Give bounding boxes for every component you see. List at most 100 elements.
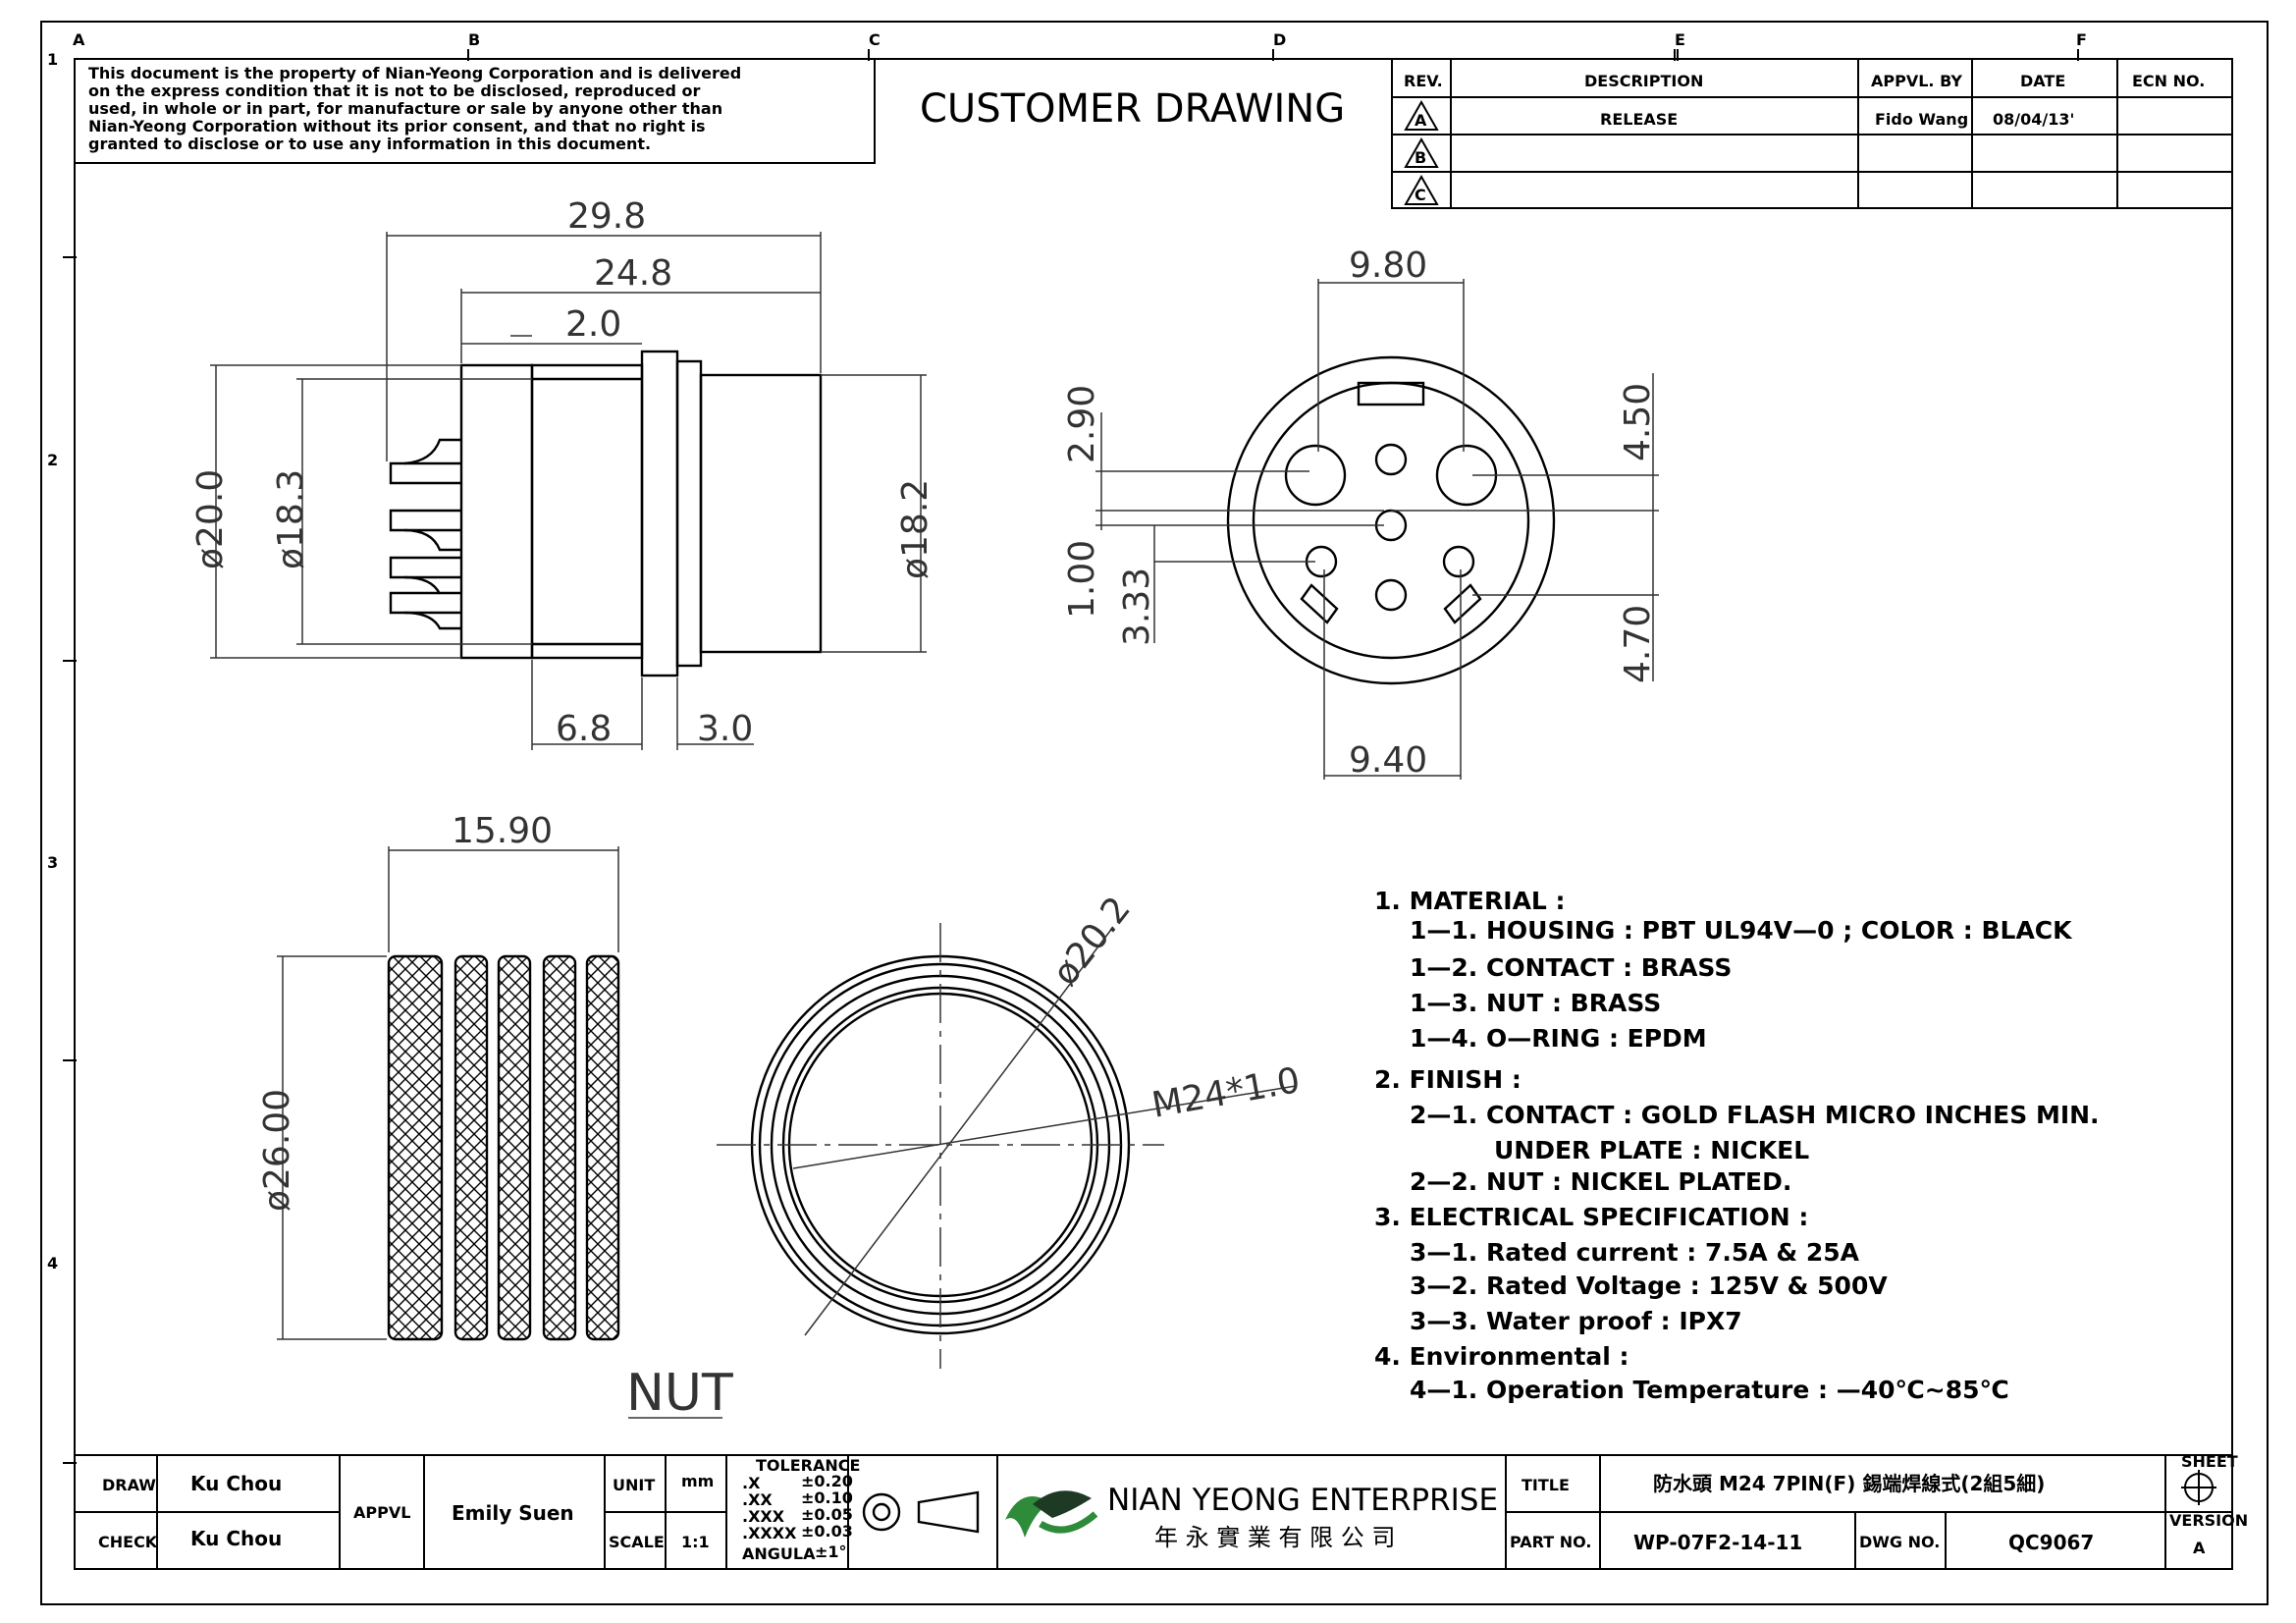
version-value: A xyxy=(2193,1539,2206,1557)
rev-a-date: 08/04/13' xyxy=(1993,110,2074,129)
dim-flange-width: 2.0 xyxy=(565,304,621,345)
note-line: 3—3. Water proof : IPX7 xyxy=(1410,1307,1742,1335)
dim-pin-top-width: 9.80 xyxy=(1349,245,1427,286)
disclaimer-line-3: used, in whole or in part, for manufactu… xyxy=(88,99,722,118)
projection-symbol-icon xyxy=(862,1490,980,1534)
title-label: TITLE xyxy=(1522,1476,1570,1494)
inner-border xyxy=(74,58,2233,1570)
note-line: 1. MATERIAL : xyxy=(1374,887,1566,915)
rev-header-approved: APPVL. BY xyxy=(1871,72,1962,90)
tolerance-value: ±0.20 xyxy=(801,1472,853,1490)
dwg-no-value: QC9067 xyxy=(2008,1531,2094,1554)
note-line: 2—2. NUT : NICKEL PLATED. xyxy=(1410,1167,1791,1196)
rev-a-approved-by: Fido Wang xyxy=(1875,110,1968,129)
zone-labels: A B C D E F 1 2 3 4 xyxy=(47,30,2087,1272)
dim-nut-diameter: ø26.00 xyxy=(257,1089,297,1212)
company-chinese-name: 年 永 實 業 有 限 公 司 xyxy=(1154,1524,1395,1551)
notes: 1. MATERIAL : 1—1. HOUSING : PBT UL94V—0… xyxy=(1374,887,2100,1404)
dwg-no-label: DWG NO. xyxy=(1859,1533,1940,1551)
front-view-dimensions xyxy=(1095,279,1659,780)
zone-row-3: 3 xyxy=(47,853,58,872)
unit-label: UNIT xyxy=(613,1476,655,1494)
dim-pin-bottom-width: 9.40 xyxy=(1349,740,1427,781)
note-line: 1—4. O—RING : EPDM xyxy=(1410,1024,1707,1053)
company-name: NIAN YEONG ENTERPRISE xyxy=(1107,1483,1498,1518)
zone-row-2: 2 xyxy=(47,451,58,469)
outer-border xyxy=(40,21,2269,1605)
zone-col-b: B xyxy=(468,30,480,49)
draw-label: DRAW xyxy=(102,1476,156,1494)
note-line: 4. Environmental : xyxy=(1374,1342,1629,1371)
dim-left-1: 2.90 xyxy=(1062,385,1102,463)
dim-nut-inner-diameter: ø20.2 xyxy=(1045,890,1139,994)
tolerance-title: TOLERANCE xyxy=(756,1456,860,1475)
zone-col-e: E xyxy=(1675,30,1685,49)
note-line: 1—2. CONTACT : BRASS xyxy=(1410,953,1732,982)
check-label: CHECK xyxy=(98,1533,158,1551)
dim-left-2: 1.00 xyxy=(1062,540,1102,619)
dim-inner-diameter: ø18.3 xyxy=(271,469,311,569)
tolerance-key: .XXXX xyxy=(742,1524,797,1542)
note-line: 3—1. Rated current : 7.5A & 25A xyxy=(1410,1238,1860,1267)
rev-a-description: RELEASE xyxy=(1600,110,1678,129)
disclaimer-text: This document is the property of Nian-Ye… xyxy=(88,64,741,153)
check-value: Ku Chou xyxy=(190,1527,282,1550)
note-line: 4—1. Operation Temperature : —40℃~85℃ xyxy=(1410,1376,2009,1404)
scale-label: SCALE xyxy=(609,1533,665,1551)
nut-side-dimensions xyxy=(277,846,722,1419)
rev-header-rev: REV. xyxy=(1404,72,1443,90)
note-line: 1—3. NUT : BRASS xyxy=(1410,989,1661,1017)
dim-right-1: 4.50 xyxy=(1618,383,1658,461)
disclaimer-line-5: granted to disclose or to use any inform… xyxy=(88,135,651,153)
front-view-drawing xyxy=(1226,355,1556,685)
zone-row-4: 4 xyxy=(47,1254,58,1272)
approval-label: APPVL xyxy=(353,1503,410,1522)
note-line: 3—2. Rated Voltage : 125V & 500V xyxy=(1410,1271,1888,1300)
dim-body-length: 24.8 xyxy=(594,253,672,294)
part-no-label: PART NO. xyxy=(1510,1533,1591,1551)
dim-flange-diameter: ø20.0 xyxy=(190,469,231,569)
dim-front-diameter: ø18.2 xyxy=(895,479,935,579)
dim-segment-2: 3.0 xyxy=(697,709,753,749)
nut-side-drawing xyxy=(387,954,620,1341)
disclaimer-line-1: This document is the property of Nian-Ye… xyxy=(88,64,741,82)
version-label: VERSION xyxy=(2169,1511,2248,1530)
tolerance-table: TOLERANCE .X ±0.20 .XX ±0.10 .XXX ±0.05 … xyxy=(742,1456,860,1563)
part-no-value: WP-07F2-14-11 xyxy=(1633,1531,1802,1554)
draw-value: Ku Chou xyxy=(190,1472,282,1495)
revision-table xyxy=(1391,58,2233,209)
nut-front-centerlines xyxy=(717,923,1297,1369)
disclaimer-line-2: on the express condition that it is not … xyxy=(88,81,700,100)
note-line: 2. FINISH : xyxy=(1374,1065,1522,1094)
zone-col-f: F xyxy=(2076,30,2087,49)
rev-b-letter: B xyxy=(1415,148,1426,167)
sheet-target-icon xyxy=(2181,1470,2216,1505)
tolerance-key: .XXX xyxy=(742,1507,785,1526)
tolerance-value: ±0.03 xyxy=(801,1522,853,1541)
tolerance-key: .X xyxy=(742,1474,761,1492)
disclaimer-box xyxy=(74,58,876,164)
note-line: 2—1. CONTACT : GOLD FLASH MICRO INCHES M… xyxy=(1410,1101,2100,1129)
tolerance-value: ±1° xyxy=(815,1542,847,1561)
sheet-label: SHEET xyxy=(2181,1452,2238,1471)
company-logo-icon xyxy=(1005,1490,1098,1538)
dim-segment-1: 6.8 xyxy=(556,709,612,749)
drawing-title: CUSTOMER DRAWING xyxy=(920,86,1345,132)
dim-left-3: 3.33 xyxy=(1117,568,1157,646)
scale-value: 1:1 xyxy=(681,1533,710,1551)
note-line: UNDER PLATE : NICKEL xyxy=(1494,1136,1809,1164)
approval-value: Emily Suen xyxy=(452,1501,574,1525)
rev-header-date: DATE xyxy=(2020,72,2065,90)
tolerance-value: ±0.05 xyxy=(801,1505,853,1524)
title-block-grid xyxy=(74,1454,2233,1570)
tolerance-key: ANGULA xyxy=(742,1544,816,1563)
tolerance-value: ±0.10 xyxy=(801,1488,853,1507)
disclaimer-line-4: Nian-Yeong Corporation without its prior… xyxy=(88,117,706,135)
side-view-dimensions xyxy=(210,232,927,750)
dim-nut-thread: M24*1.0 xyxy=(1148,1060,1303,1126)
rev-header-description: DESCRIPTION xyxy=(1584,72,1703,90)
side-view-drawing xyxy=(389,350,823,677)
zone-col-c: C xyxy=(869,30,881,49)
dim-overall-length: 29.8 xyxy=(567,196,646,237)
